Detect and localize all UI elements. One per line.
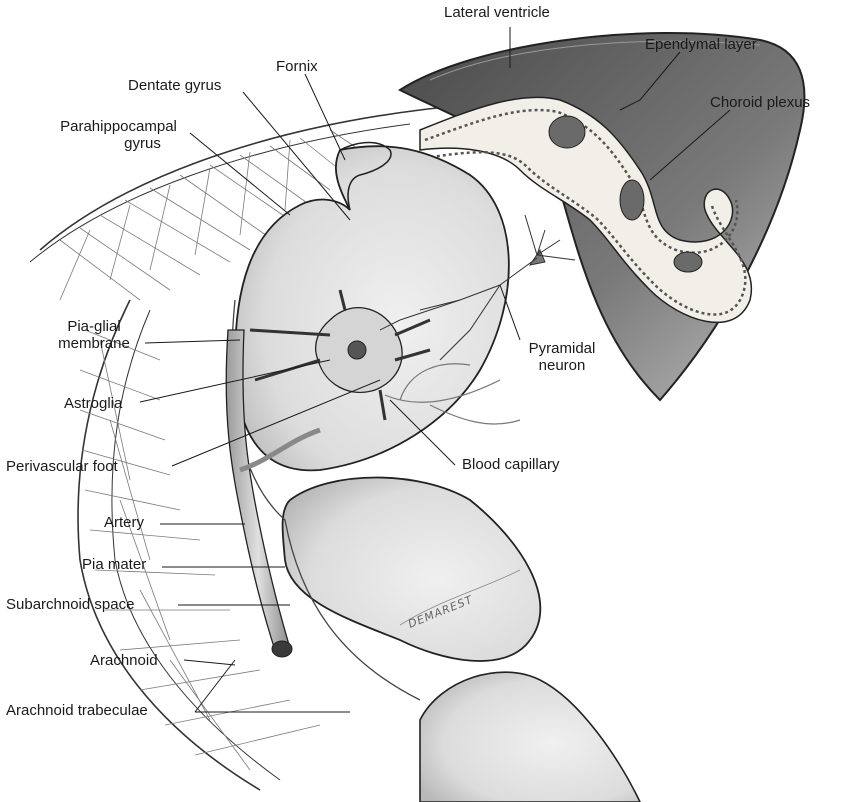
label-parahippocampal-line2: gyrus (124, 135, 161, 152)
label-pyramidal-neuron: Pyramidal neuron (523, 340, 601, 374)
label-lateral-ventricle: Lateral ventricle (444, 4, 550, 21)
arachnoid-trabeculae-mesh (59, 129, 361, 771)
label-dentate-gyrus: Dentate gyrus (128, 77, 222, 94)
label-artery: Artery (104, 514, 145, 531)
label-parahippocampal-line1: Parahippocampal (60, 118, 177, 135)
leader-lines (139, 27, 731, 713)
label-perivascular-foot: Perivascular foot (6, 458, 118, 475)
astroglia-cell (249, 289, 431, 421)
label-fornix: Fornix (276, 58, 318, 75)
label-pyramidal-line1: Pyramidal (528, 340, 596, 357)
cortex-lobe (234, 141, 510, 472)
label-blood-capillary: Blood capillary (462, 456, 560, 473)
label-pia-glial-line2: membrane (58, 335, 130, 352)
label-arachnoid: Arachnoid (90, 652, 158, 669)
label-pia-glial-membrane: Pia-glial membrane (44, 318, 144, 352)
pyramidal-neuron (379, 214, 576, 361)
lower-lobe (281, 476, 641, 802)
label-parahippocampal-gyrus: Parahippocampal gyrus (36, 118, 201, 152)
artery (225, 329, 321, 658)
label-choroid-plexus: Choroid plexus (710, 94, 811, 111)
label-pia-mater: Pia mater (82, 556, 147, 573)
label-arachnoid-trabeculae: Arachnoid trabeculae (6, 702, 148, 719)
label-astroglia: Astroglia (64, 395, 123, 412)
label-pyramidal-line2: neuron (538, 357, 586, 374)
label-ependymal-layer: Ependymal layer (645, 36, 757, 53)
label-subarachnoid-space: Subarchnoid space (6, 596, 135, 613)
blood-capillary (384, 363, 521, 425)
choroid-plexus (419, 96, 753, 324)
label-pia-glial-line1: Pia-glial (67, 318, 121, 335)
